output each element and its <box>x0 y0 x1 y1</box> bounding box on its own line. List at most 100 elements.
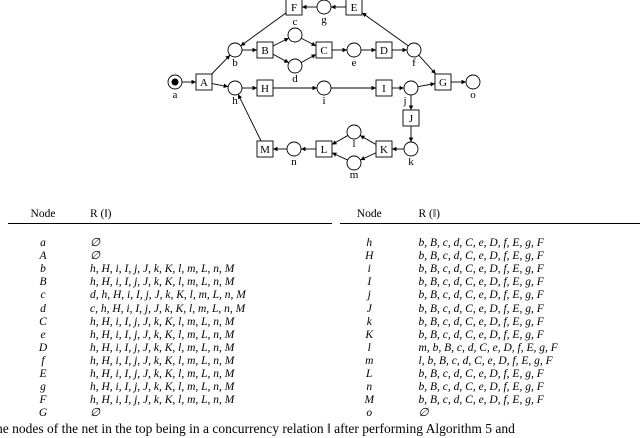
relation-cell: b, B, c, d, C, e, D, f, E, g, F <box>418 237 544 250</box>
relation-cell: h, H, i, I, j, J, k, K, l, m, L, n, M <box>90 315 235 328</box>
table-row: o∅ <box>340 407 640 420</box>
place-f <box>406 42 422 58</box>
place-label-m: m <box>350 169 359 181</box>
place-label-o: o <box>470 89 476 101</box>
relation-cell: h, H, i, I, j, J, k, K, l, m, L, n, M <box>90 381 235 394</box>
transition-F <box>285 0 303 16</box>
relation-cell: b, B, c, d, C, e, D, f, E, g, F <box>418 394 544 407</box>
relation-cell: ∅ <box>90 407 101 420</box>
place-label-f: f <box>412 57 416 69</box>
relation-cell: h, H, i, I, j, J, k, K, l, m, L, n, M <box>90 354 235 367</box>
transition-label-M: M <box>260 144 270 156</box>
relation-cell: ∅ <box>90 250 101 263</box>
relation-cell: b, B, c, d, C, e, D, f, E, g, F <box>418 368 544 381</box>
place-l <box>346 124 362 140</box>
place-m <box>346 155 362 171</box>
relation-cell: h, H, i, I, j, J, k, K, l, m, L, n, M <box>90 394 235 407</box>
node-cell: G <box>38 407 48 420</box>
node-cell: H <box>365 250 374 263</box>
transition-I <box>375 79 393 97</box>
arc-K-m <box>360 152 377 161</box>
transition-G <box>434 73 452 91</box>
header-relation: R (‖) <box>78 208 332 224</box>
relation-cell: m, b, B, c, d, C, e, D, f, E, g, F <box>418 341 558 354</box>
node-cell: i <box>367 263 371 276</box>
relation-cell: b, B, c, d, C, e, D, f, E, g, F <box>418 328 544 341</box>
place-label-d: d <box>292 73 298 85</box>
table-row: i b, B, c, d, C, e, D, f, E, g, F <box>340 263 640 276</box>
node-cell: M <box>364 394 375 407</box>
node-cell: a <box>40 237 46 250</box>
arcs <box>182 4 466 161</box>
relation-cell: h, H, i, I, j, J, k, K, l, m, L, n, M <box>90 341 235 354</box>
place-label-n: n <box>291 156 297 168</box>
arc-c-C <box>301 37 317 47</box>
node-cell: I <box>367 276 372 289</box>
arc-m-L <box>331 152 348 161</box>
relation-cell: b, B, c, d, C, e, D, f, E, g, F <box>418 381 544 394</box>
transition-A <box>195 73 213 91</box>
arc-A-b <box>211 54 231 75</box>
place-o <box>465 74 481 90</box>
place-label-j: j <box>402 95 406 107</box>
node-cell: A <box>39 250 47 263</box>
table-row: G∅ <box>8 407 332 420</box>
relation-cell: l, b, B, c, d, C, e, D, f, E, g, F <box>418 354 553 367</box>
figure-caption: he nodes of the net in the top being in … <box>0 421 515 436</box>
place-label-l: l <box>352 138 355 150</box>
relation-cell: b, B, c, d, C, e, D, f, E, g, F <box>418 263 544 276</box>
transition-label-F: F <box>291 2 297 14</box>
arc-l-L <box>331 135 349 145</box>
place-label-a: a <box>173 89 178 101</box>
arc-B-d <box>272 53 290 64</box>
arc-K-l <box>359 135 377 145</box>
arc-M-h <box>237 94 262 142</box>
relation-cell: d, h, H, i, I, j, J, k, K, l, m, L, n, M <box>90 289 246 302</box>
transition-label-C: C <box>320 45 327 57</box>
node-cell: F <box>39 394 47 407</box>
relation-cell: h, H, i, I, j, J, k, K, l, m, L, n, M <box>90 368 235 381</box>
arc-f-E <box>361 12 409 47</box>
arc-F-b <box>240 12 287 47</box>
arc-f-G <box>418 54 437 75</box>
relation-cell: b, B, c, d, C, e, D, f, E, g, F <box>418 276 544 289</box>
transition-L <box>315 140 333 158</box>
relation-cell: h, H, i, I, j, J, k, K, l, m, L, n, M <box>90 276 235 289</box>
place-g <box>316 0 332 15</box>
place-label-k: k <box>408 156 414 168</box>
place-c <box>287 27 303 43</box>
arc-j-G <box>417 82 436 88</box>
transition-label-H: H <box>261 83 269 95</box>
node-cell: l <box>367 341 371 354</box>
place-label-e: e <box>352 57 357 69</box>
relation-cell: ∅ <box>418 407 429 420</box>
transition-label-K: K <box>380 144 388 156</box>
node-cell: d <box>40 302 46 315</box>
transition-label-A: A <box>200 77 208 89</box>
header-node: Node <box>340 208 399 224</box>
header-node: Node <box>8 208 78 224</box>
relation-cell: b, B, c, d, C, e, D, f, E, g, F <box>418 250 544 263</box>
node-cell: D <box>38 341 48 354</box>
place-k <box>403 141 419 157</box>
relation-cell: h, H, i, I, j, J, k, K, l, m, L, n, M <box>90 328 235 341</box>
